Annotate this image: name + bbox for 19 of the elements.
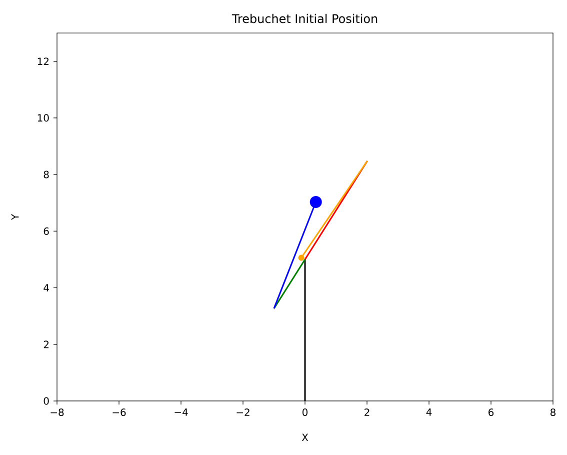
tick-label: 0 xyxy=(44,397,49,405)
axis-label: Y xyxy=(11,214,19,220)
chart-title: Trebuchet Initial Position xyxy=(232,14,378,24)
tick-label: 8 xyxy=(44,170,49,178)
tick-label: −8 xyxy=(50,408,64,416)
tick-label: 4 xyxy=(44,284,49,292)
tick-label: 8 xyxy=(550,408,556,416)
tick-label: −6 xyxy=(112,408,126,416)
tick-label: 6 xyxy=(488,408,494,416)
tick-label: −2 xyxy=(236,408,250,416)
tick-label: 4 xyxy=(426,408,432,416)
tick-label: 2 xyxy=(364,408,370,416)
tick-label: 0 xyxy=(302,408,308,416)
tick-label: 10 xyxy=(38,114,49,122)
tick-label: −4 xyxy=(174,408,188,416)
tick-label: 2 xyxy=(44,340,48,348)
axis-label: X xyxy=(302,434,308,441)
tick-label: 12 xyxy=(38,58,48,65)
tick-label: 6 xyxy=(44,227,49,235)
